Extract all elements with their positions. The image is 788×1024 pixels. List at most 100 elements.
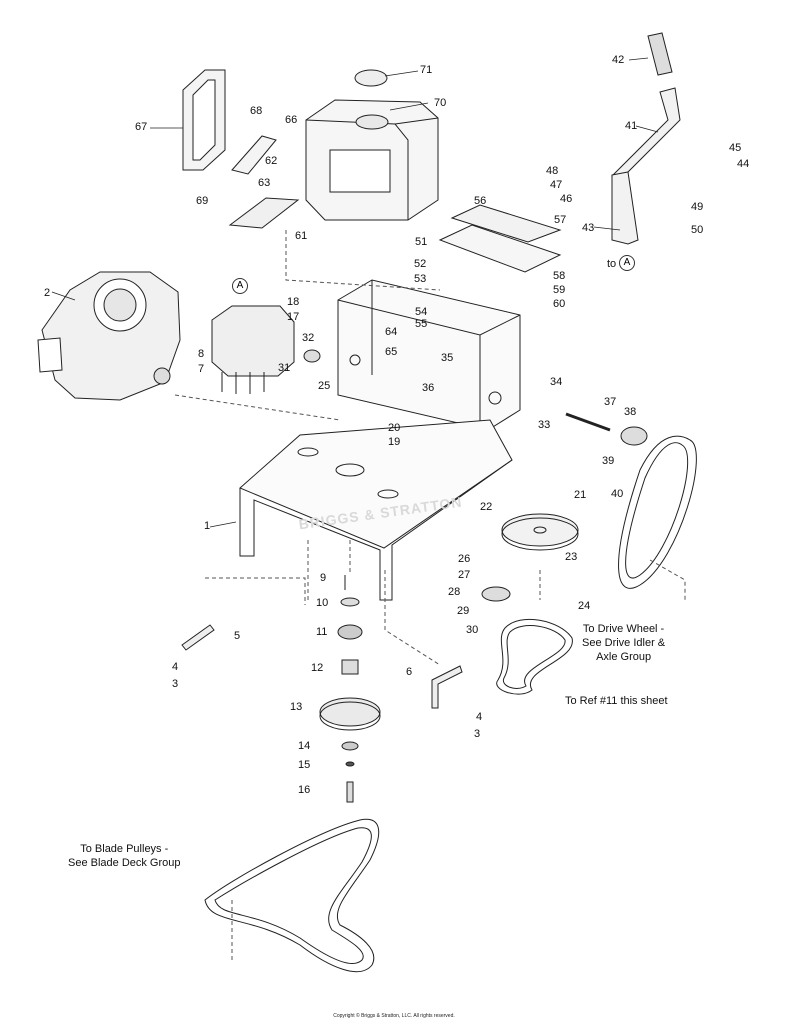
label-51: 51 bbox=[415, 236, 428, 248]
handle-part bbox=[182, 69, 226, 171]
label-10: 10 bbox=[316, 597, 329, 609]
belt-40 bbox=[618, 435, 697, 589]
link-bracket bbox=[611, 171, 639, 245]
label-30: 30 bbox=[466, 624, 479, 636]
axle bbox=[565, 412, 611, 432]
label-70: 70 bbox=[434, 97, 447, 109]
belt-24 bbox=[496, 618, 573, 695]
label-27: 27 bbox=[458, 569, 471, 581]
label-67: 67 bbox=[135, 121, 148, 133]
label-31: 31 bbox=[278, 362, 291, 374]
label-7: 7 bbox=[198, 363, 205, 375]
label-13: 13 bbox=[290, 701, 303, 713]
label-1: 1 bbox=[204, 520, 211, 532]
label-17: 17 bbox=[287, 311, 300, 323]
label-44: 44 bbox=[737, 158, 750, 170]
note-line: To Drive Wheel - bbox=[582, 623, 665, 635]
label-11: 11 bbox=[316, 626, 328, 638]
label-41: 41 bbox=[625, 120, 638, 132]
bracket-part bbox=[228, 197, 300, 229]
note-drive-wheel: To Drive Wheel - See Drive Idler & Axle … bbox=[582, 622, 665, 664]
note-line: See Blade Deck Group bbox=[68, 857, 181, 869]
label-69: 69 bbox=[196, 195, 209, 207]
label-4: 4 bbox=[172, 661, 179, 673]
label-3: 3 bbox=[172, 678, 179, 690]
pulley-39 bbox=[620, 426, 648, 446]
label-35: 35 bbox=[441, 352, 454, 364]
label-25: 25 bbox=[318, 380, 331, 392]
label-63: 63 bbox=[258, 177, 271, 189]
label-21: 21 bbox=[574, 489, 587, 501]
label-39: 39 bbox=[602, 455, 615, 467]
label-49: 49 bbox=[691, 201, 704, 213]
label-22: 22 bbox=[480, 501, 493, 513]
note-line: Axle Group bbox=[596, 651, 652, 663]
upper-frame bbox=[337, 279, 521, 440]
label-36: 36 bbox=[422, 382, 435, 394]
label-62: 62 bbox=[265, 155, 278, 167]
label-32: 32 bbox=[302, 332, 315, 344]
label-53: 53 bbox=[414, 273, 427, 285]
label-3: 3 bbox=[474, 728, 481, 740]
label-9: 9 bbox=[320, 572, 327, 584]
label-23: 23 bbox=[565, 551, 578, 563]
label-29: 29 bbox=[457, 605, 470, 617]
label-61: 61 bbox=[295, 230, 308, 242]
label-26: 26 bbox=[458, 553, 471, 565]
ref-marker-a: A bbox=[232, 278, 248, 294]
label-57: 57 bbox=[554, 214, 567, 226]
ref-marker-a-target: A bbox=[619, 255, 635, 271]
label-48: 48 bbox=[546, 165, 559, 177]
label-47: 47 bbox=[550, 179, 563, 191]
label-38: 38 bbox=[624, 406, 637, 418]
label-52: 52 bbox=[414, 258, 427, 270]
label-18: 18 bbox=[287, 296, 300, 308]
label-46: 46 bbox=[560, 193, 573, 205]
fuel-tank bbox=[305, 99, 439, 221]
label-37: 37 bbox=[604, 396, 617, 408]
label-60: 60 bbox=[553, 298, 566, 310]
label-68: 68 bbox=[250, 105, 263, 117]
label-33: 33 bbox=[538, 419, 551, 431]
label-12: 12 bbox=[311, 662, 324, 674]
label-64: 64 bbox=[385, 326, 398, 338]
plate-part bbox=[231, 135, 277, 175]
note-ref11: To Ref #11 this sheet bbox=[565, 695, 668, 707]
bracket-5 bbox=[181, 624, 215, 651]
ref-to-label: to bbox=[607, 258, 617, 270]
label-55: 55 bbox=[415, 318, 428, 330]
transmission bbox=[211, 305, 321, 394]
note-line: To Blade Pulleys - bbox=[80, 843, 169, 855]
pulley-stack bbox=[319, 575, 381, 803]
plate-56 bbox=[450, 204, 562, 243]
main-frame bbox=[239, 419, 513, 601]
label-5: 5 bbox=[234, 630, 241, 642]
label-16: 16 bbox=[298, 784, 311, 796]
pulley-22 bbox=[501, 513, 579, 551]
bracket-6 bbox=[431, 665, 463, 709]
label-45: 45 bbox=[729, 142, 742, 154]
grip-part bbox=[647, 32, 673, 76]
label-40: 40 bbox=[611, 488, 624, 500]
label-14: 14 bbox=[298, 740, 311, 752]
pulley-28 bbox=[481, 586, 511, 602]
engine bbox=[37, 271, 181, 401]
note-blade-pulleys: To Blade Pulleys - See Blade Deck Group bbox=[68, 842, 181, 870]
label-42: 42 bbox=[612, 54, 625, 66]
label-15: 15 bbox=[298, 759, 311, 771]
label-20: 20 bbox=[388, 422, 401, 434]
label-34: 34 bbox=[550, 376, 563, 388]
label-50: 50 bbox=[691, 224, 704, 236]
plate-51 bbox=[438, 224, 562, 273]
label-56: 56 bbox=[474, 195, 487, 207]
label-8: 8 bbox=[198, 348, 205, 360]
copyright: Copyright © Briggs & Stratton, LLC. All … bbox=[333, 1013, 455, 1019]
label-65: 65 bbox=[385, 346, 398, 358]
label-59: 59 bbox=[553, 284, 566, 296]
note-line: See Drive Idler & bbox=[582, 637, 666, 649]
label-54: 54 bbox=[415, 306, 428, 318]
label-43: 43 bbox=[582, 222, 595, 234]
label-2: 2 bbox=[44, 287, 51, 299]
deck-belt bbox=[204, 818, 380, 973]
